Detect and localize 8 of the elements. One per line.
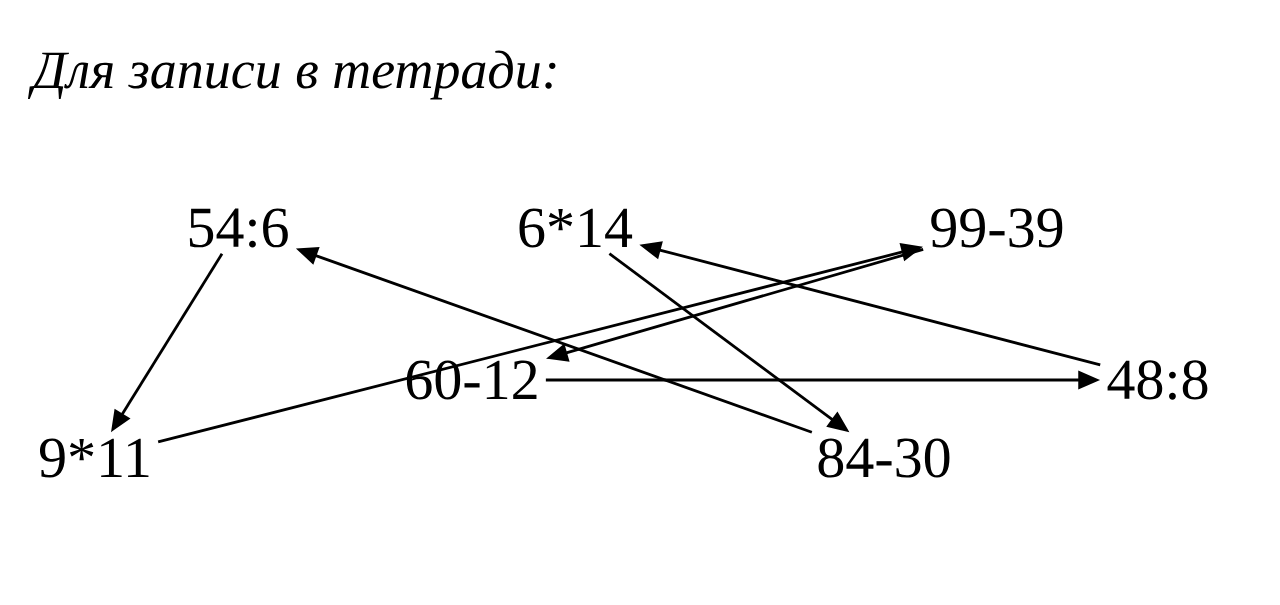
number-expression: 6*14 — [519, 208, 633, 248]
number-expression: 99-39 — [931, 208, 1063, 248]
number-expression: 54:6 — [189, 208, 288, 248]
number-expression: 9*11 — [39, 438, 149, 478]
title: Для записи в тетради: — [28, 50, 556, 100]
number-expression: 48:8 — [1107, 360, 1208, 400]
number-expression: 84-30 — [818, 438, 950, 478]
number-expression: 60-12 — [406, 360, 537, 400]
